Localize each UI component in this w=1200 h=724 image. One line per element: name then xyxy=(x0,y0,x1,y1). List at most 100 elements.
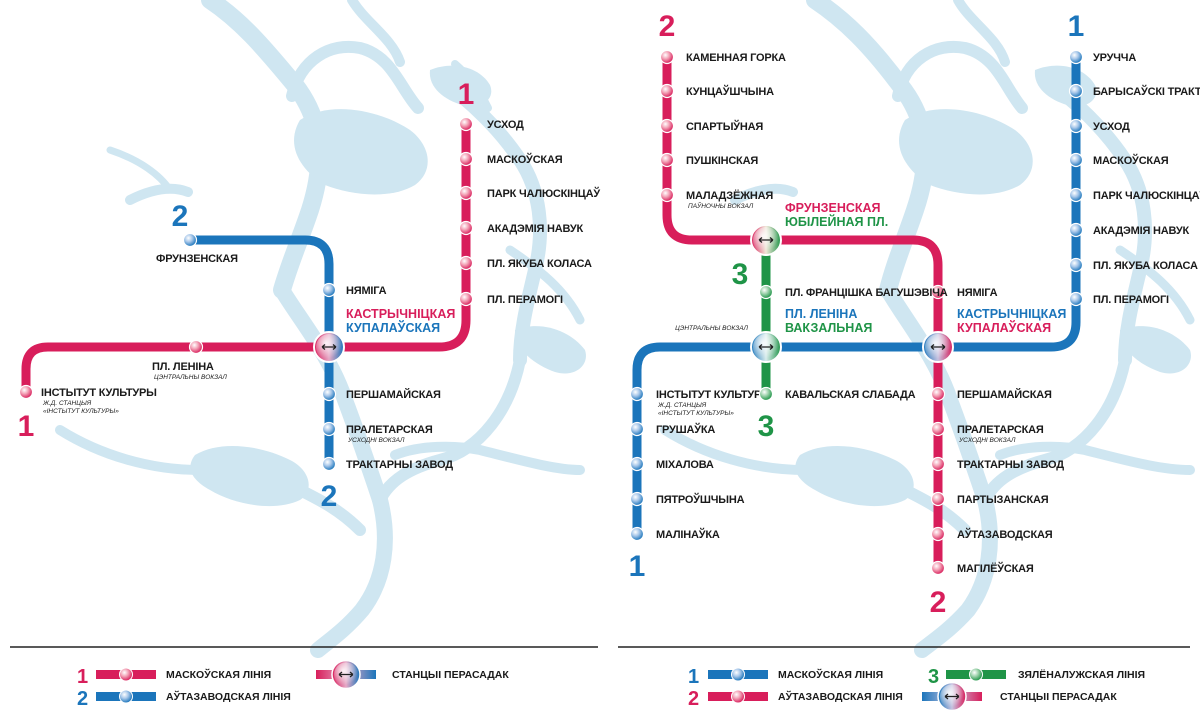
station-name: МАСКОЎСКАЯ xyxy=(1093,154,1169,167)
station-name: МАЛАДЗЁЖНАЯ xyxy=(686,189,773,202)
station-name: МІХАЛОВА xyxy=(656,459,714,471)
station-name: КУНЦАЎШЧЫНА xyxy=(686,85,774,98)
station-dot-icon[interactable] xyxy=(458,151,474,167)
station-name: ПЛ. ПЕРАМОГІ xyxy=(1093,294,1169,306)
station-name: ТРАКТАРНЫ ЗАВОД xyxy=(957,459,1064,471)
station-dot-icon[interactable] xyxy=(930,456,946,472)
station-dot-icon xyxy=(119,667,133,682)
interchange-lenina[interactable] xyxy=(750,331,782,363)
station-dot-icon[interactable] xyxy=(930,284,946,300)
interchange-frunzenskaya[interactable] xyxy=(750,224,782,256)
station-dot-icon[interactable] xyxy=(321,386,337,402)
station-name: АКАДЭМІЯ НАВУК xyxy=(1093,225,1190,237)
station-dot-icon[interactable] xyxy=(659,118,675,134)
station-dot-icon[interactable] xyxy=(458,291,474,307)
line-number: 2 xyxy=(172,200,189,233)
station-name: ІНСТЫТУТ КУЛЬТУРЫ xyxy=(656,389,772,401)
line-number: 3 xyxy=(758,410,775,443)
station-name: ПАРК ЧАЛЮСКІНЦАЎ xyxy=(487,187,600,200)
station-dot-icon[interactable] xyxy=(1068,257,1084,273)
line-number: 2 xyxy=(930,586,947,619)
station-dot-icon[interactable] xyxy=(458,116,474,132)
station-dot-icon[interactable] xyxy=(930,421,946,437)
reservoirs-left xyxy=(190,65,586,507)
station-subtitle: ЦЭНТРАЛЬНЫ ВОКЗАЛ xyxy=(154,374,227,381)
station-dot-icon[interactable] xyxy=(321,421,337,437)
station-dot-icon[interactable] xyxy=(930,491,946,507)
line-number: 1 xyxy=(458,78,475,111)
station-dot-icon[interactable] xyxy=(629,386,645,402)
station-dot-icon[interactable] xyxy=(321,456,337,472)
interchange-name: ФРУНЗЕНСКАЯ xyxy=(785,201,881,215)
station-subtitle: «ІНСТЫТУТ КУЛЬТУРЫ» xyxy=(43,408,119,415)
legend-right-line1-number: 1 xyxy=(688,666,699,688)
station-dot-icon[interactable] xyxy=(458,185,474,201)
legend-right-line1-label: МАСКОЎСКАЯ ЛІНІЯ xyxy=(778,668,883,681)
station-dot-icon[interactable] xyxy=(930,560,946,576)
legend-left: 1 МАСКОЎСКАЯ ЛІНІЯ 2 АЎТАЗАВОДСКАЯ ЛІНІЯ… xyxy=(77,659,509,710)
station-dot-icon[interactable] xyxy=(1068,291,1084,307)
station-name: МАЛІНАЎКА xyxy=(656,528,720,541)
station-dot-icon xyxy=(731,667,745,682)
station-dot-icon[interactable] xyxy=(659,83,675,99)
station-name: ФРУНЗЕНСКАЯ xyxy=(156,253,238,265)
station-dot-icon[interactable] xyxy=(1068,49,1084,65)
station-dot-icon[interactable] xyxy=(458,220,474,236)
station-dot-icon xyxy=(969,667,983,682)
station-dot-icon[interactable] xyxy=(188,339,204,355)
station-dot-icon xyxy=(731,689,745,704)
station-dot-icon[interactable] xyxy=(659,187,675,203)
station-subtitle: УСХОДНІ ВОКЗАЛ xyxy=(347,437,405,444)
water-left xyxy=(55,0,585,658)
stations-layer: УСХОД МАСКОЎСКАЯ ПАРК ЧАЛЮСКІНЦАЎ АКАДЭМІЯ … xyxy=(18,10,1200,619)
station-dot-icon[interactable] xyxy=(458,255,474,271)
station-subtitle: Ж.Д. СТАНЦЫЯ xyxy=(42,400,92,407)
interchange-name: КАСТРЫЧНІЦКАЯ xyxy=(957,307,1066,321)
right-line-2 xyxy=(662,57,943,568)
station-dot-icon[interactable] xyxy=(930,386,946,402)
station-name: ПЛ. ЯКУБА КОЛАСА xyxy=(487,258,592,270)
station-dot-icon[interactable] xyxy=(629,421,645,437)
station-dot-icon[interactable] xyxy=(758,284,774,300)
station-name: МАГІЛЁЎСКАЯ xyxy=(957,562,1034,575)
station-dot-icon[interactable] xyxy=(1068,83,1084,99)
station-name: ПРАЛЕТАРСКАЯ xyxy=(346,424,433,436)
station-subtitle: ЦЭНТРАЛЬНЫ ВОКЗАЛ xyxy=(675,325,748,332)
station-dot-icon[interactable] xyxy=(629,526,645,542)
station-dot-icon[interactable] xyxy=(18,384,34,400)
station-dot-icon[interactable] xyxy=(1068,118,1084,134)
station-dot-icon[interactable] xyxy=(1068,187,1084,203)
station-dot-icon[interactable] xyxy=(321,282,337,298)
interchange-name: КУПАЛАЎСКАЯ xyxy=(346,320,440,335)
station-name: ПЛ. ФРАНЦІШКА БАГУШЭВІЧА xyxy=(785,287,948,299)
station-name: УРУЧЧА xyxy=(1093,52,1136,64)
station-dot-icon[interactable] xyxy=(1068,222,1084,238)
interchange-name: ПЛ. ЛЕНІНА xyxy=(785,307,857,321)
legend-right-transfer-label: СТАНЦЫІ ПЕРАСАДАК xyxy=(1000,691,1117,703)
right-line-1 xyxy=(632,57,1081,534)
legend-right-line2-label: АЎТАЗАВОДСКАЯ ЛІНІЯ xyxy=(778,690,903,703)
interchange-name: ЮБІЛЕЙНАЯ ПЛ. xyxy=(785,214,888,229)
station-name: УСХОД xyxy=(1093,121,1130,133)
legend-left-line1-label: МАСКОЎСКАЯ ЛІНІЯ xyxy=(166,668,271,681)
station-dot-icon[interactable] xyxy=(1068,152,1084,168)
station-dot-icon[interactable] xyxy=(659,49,675,65)
station-name: ПУШКІНСКАЯ xyxy=(686,155,758,167)
station-dot-icon[interactable] xyxy=(629,456,645,472)
interchange-name: КУПАЛАЎСКАЯ xyxy=(957,320,1051,335)
station-dot-icon[interactable] xyxy=(629,491,645,507)
interchange-kastrychnitskaya[interactable] xyxy=(313,331,345,363)
line-number: 3 xyxy=(732,258,749,291)
interchange-kupalauskaya[interactable] xyxy=(922,331,954,363)
station-dot-icon[interactable] xyxy=(930,526,946,542)
station-dot-icon[interactable] xyxy=(758,386,774,402)
station-name: ПЕРШАМАЙСКАЯ xyxy=(346,388,441,401)
station-dot-icon[interactable] xyxy=(182,232,198,248)
station-name: ГРУШАЎКА xyxy=(656,423,715,436)
station-name: ПЛ. ЯКУБА КОЛАСА xyxy=(1093,260,1198,272)
station-subtitle: Ж.Д. СТАНЦЫЯ xyxy=(657,402,707,409)
station-name: УСХОД xyxy=(487,119,524,131)
station-subtitle: «ІНСТЫТУТ КУЛЬТУРЫ» xyxy=(658,410,734,417)
station-dot-icon[interactable] xyxy=(659,152,675,168)
